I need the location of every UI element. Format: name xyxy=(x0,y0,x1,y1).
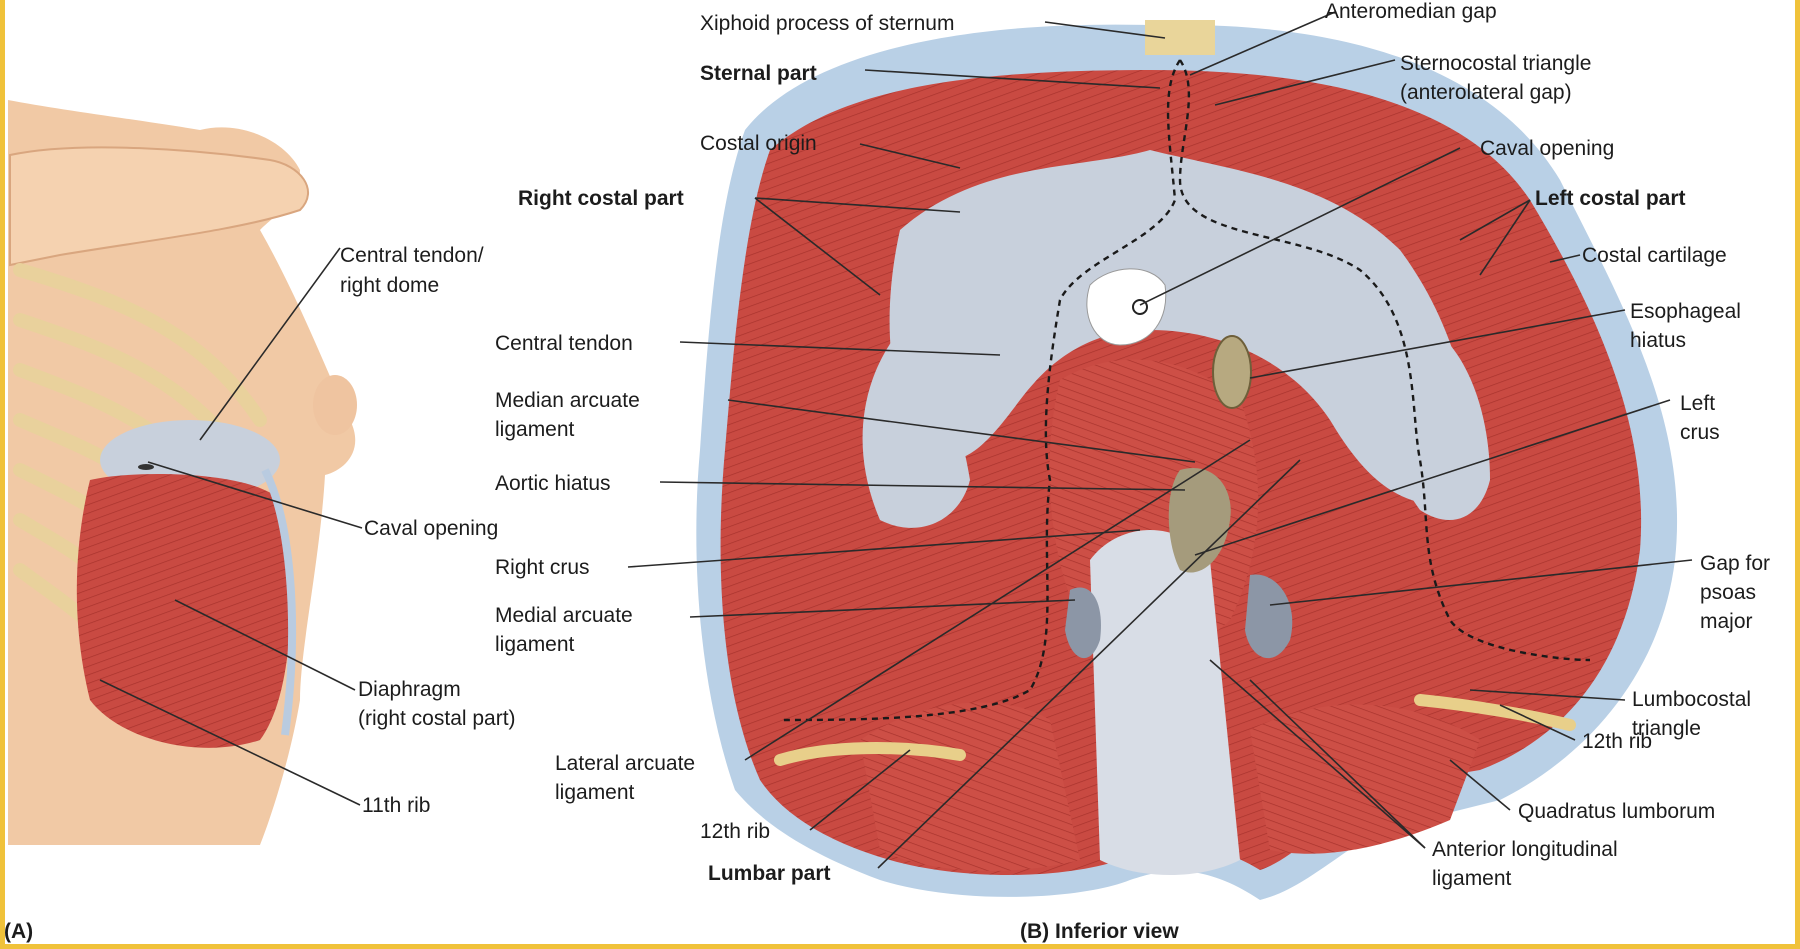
12th-rib-right xyxy=(774,742,966,766)
caval-opening-a xyxy=(138,464,154,470)
label-left-costal-part: Left costal part xyxy=(1535,187,1686,210)
quadratus-right xyxy=(860,702,1080,871)
label-caval-opening-b: Caval opening xyxy=(1480,137,1614,160)
aortic-hiatus xyxy=(1168,468,1231,573)
central-tendon xyxy=(889,150,1473,505)
central-tendon-left-lobe xyxy=(1377,316,1490,520)
esophageal-hiatus xyxy=(1212,335,1252,409)
caval-opening-marker xyxy=(1132,299,1148,315)
label-lumbocostal-triangle: Lumbocostal triangle xyxy=(1632,688,1757,740)
caption-panel-b: (B) Inferior view xyxy=(1020,920,1179,943)
label-left-crus: Left crus xyxy=(1680,392,1721,444)
label-central-tendon-b: Central tendon xyxy=(495,332,633,355)
vertebral-column xyxy=(1090,530,1240,875)
label-diaphragm-right-costal: Diaphragm (right costal part) xyxy=(358,678,516,730)
panel-a-leaders xyxy=(99,247,363,806)
12th-rib-left xyxy=(1414,694,1576,731)
label-11th-rib: 11th rib xyxy=(362,794,431,817)
breast xyxy=(313,375,357,435)
label-costal-origin: Costal origin xyxy=(700,132,817,155)
label-anterior-longitudinal-ligament: Anterior longitudinal ligament xyxy=(1432,838,1623,890)
label-central-tendon-right-dome: Central tendon/ right dome xyxy=(340,244,489,297)
dashed-outline-right xyxy=(779,59,1181,722)
label-xiphoid-process: Xiphoid process of sternum xyxy=(700,12,954,35)
label-12th-rib-left: 12th rib xyxy=(1582,730,1652,753)
label-lumbar-part: Lumbar part xyxy=(708,862,831,885)
frame-edge-right xyxy=(1795,0,1800,949)
label-caval-opening-a: Caval opening xyxy=(364,517,498,540)
label-medial-arcuate-ligament: Medial arcuate ligament xyxy=(495,604,639,656)
costal-margin xyxy=(261,468,297,736)
label-sternal-part: Sternal part xyxy=(700,62,817,85)
panel-a-torso xyxy=(8,100,357,845)
panel-b-diaphragm xyxy=(696,20,1678,900)
psoas-gap-left xyxy=(1245,574,1293,659)
label-gap-for-psoas-major: Gap for psoas major xyxy=(1700,552,1776,633)
label-costal-cartilage: Costal cartilage xyxy=(1582,244,1727,267)
dashed-outline-left xyxy=(1178,59,1591,662)
frame-edge-left xyxy=(0,0,5,949)
label-lateral-arcuate-ligament: Lateral arcuate ligament xyxy=(555,752,701,804)
panel-b-leaders xyxy=(627,11,1693,869)
caption-panel-a: (A) xyxy=(4,920,33,943)
label-right-crus: Right crus xyxy=(495,556,590,579)
label-quadratus-lumborum: Quadratus lumborum xyxy=(1518,800,1715,823)
diaphragm-right-costal-part xyxy=(76,474,291,748)
arm xyxy=(9,146,310,267)
central-tendon-right-lobe xyxy=(862,330,970,528)
label-esophageal-hiatus: Esophageal hiatus xyxy=(1630,300,1747,352)
frame-edge-bottom xyxy=(0,944,1800,949)
label-median-arcuate-ligament: Median arcuate ligament xyxy=(495,389,646,441)
caval-opening xyxy=(1086,268,1167,346)
label-12th-rib-right: 12th rib xyxy=(700,820,770,843)
psoas-gap-right xyxy=(1065,587,1101,659)
quadratus-left xyxy=(1250,704,1480,854)
label-right-costal-part: Right costal part xyxy=(518,187,684,210)
label-aortic-hiatus: Aortic hiatus xyxy=(495,472,611,495)
label-sternocostal-triangle: Sternocostal triangle (anterolateral gap… xyxy=(1400,52,1597,104)
label-anteromedian-gap: Anteromedian gap xyxy=(1325,0,1497,23)
